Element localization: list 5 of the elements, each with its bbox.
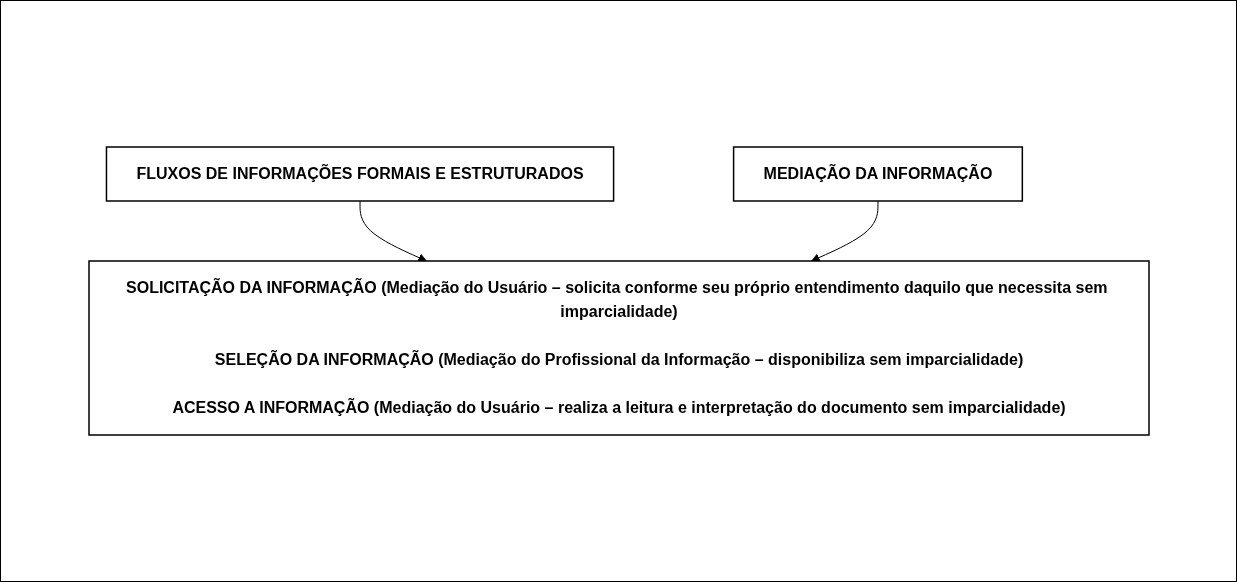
arrow <box>810 200 878 262</box>
node-box: SOLICITAÇÃO DA INFORMAÇÃO (Mediação do Usuário – solicita conforme seu próprio entendimento daquilo que necessita sem imparcialidade) SELEÇÃO DA INFORMAÇÃO (Mediação do Profissional da Informação – disponibiliza sem imparcialidade) ACESSO A INFORMAÇÃO (Mediação do Usuário – realiza a leitura e interpretação do documento sem imparcialidade) <box>87 260 1150 436</box>
node-box: FLUXOS DE INFORMAÇÕES FORMAIS E ESTRUTURADOS <box>105 146 614 202</box>
arrow <box>359 200 427 262</box>
node-box: MEDIAÇÃO DA INFORMAÇÃO <box>732 146 1023 202</box>
